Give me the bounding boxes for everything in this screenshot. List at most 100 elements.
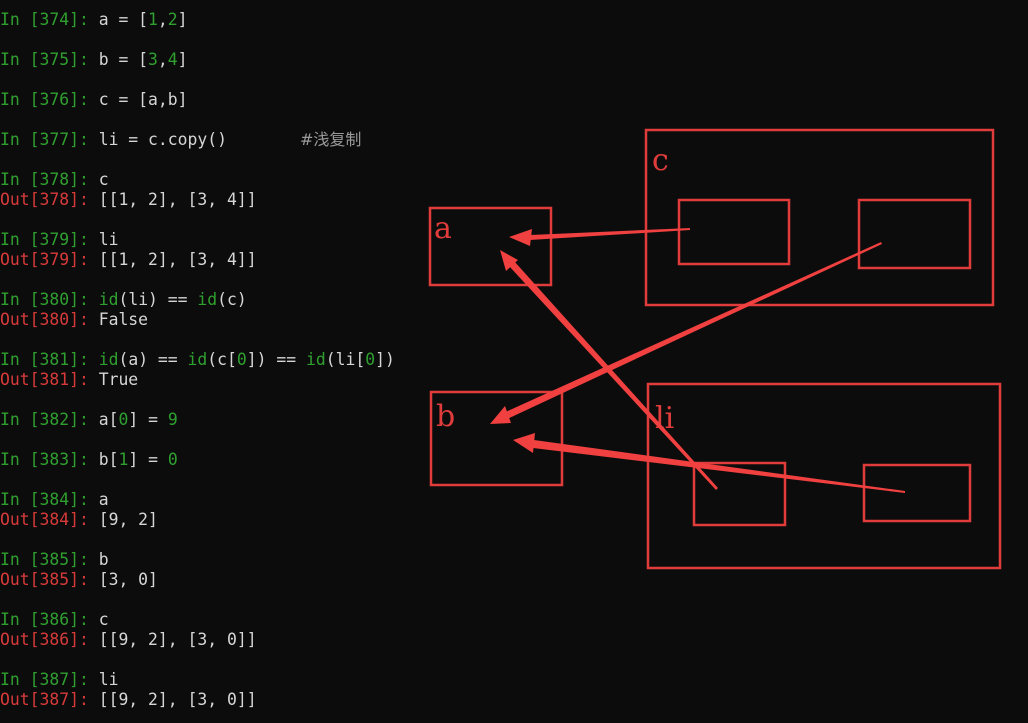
prompt-number: 374 bbox=[39, 10, 70, 29]
code-text: b = [3,4] bbox=[98, 50, 188, 69]
prompt-close: ]: bbox=[69, 230, 99, 249]
prompt-close: ]: bbox=[69, 610, 99, 629]
output-text: [3, 0] bbox=[98, 570, 158, 589]
prompt-label: Out[ bbox=[0, 190, 40, 209]
prompt-label: Out[ bbox=[0, 250, 40, 269]
input-line: In [382]: a[0] = 9 bbox=[0, 410, 178, 430]
output-text: [[9, 2], [3, 0]] bbox=[98, 630, 257, 649]
prompt-number: 379 bbox=[39, 250, 70, 269]
input-line: In [386]: c bbox=[0, 610, 109, 630]
prompt-close: ]: bbox=[69, 130, 99, 149]
prompt-number: 383 bbox=[39, 450, 70, 469]
code-text: a = [1,2] bbox=[98, 10, 188, 29]
prompt-label: In [ bbox=[0, 130, 40, 149]
output-line: Out[379]: [[1, 2], [3, 4]] bbox=[0, 250, 257, 270]
input-line: In [377]: li = c.copy() #浅复制 bbox=[0, 130, 361, 150]
prompt-close: ]: bbox=[69, 690, 99, 709]
prompt-number: 380 bbox=[39, 310, 70, 329]
prompt-label: In [ bbox=[0, 50, 40, 69]
input-line: In [381]: id(a) == id(c[0]) == id(li[0]) bbox=[0, 350, 395, 370]
prompt-label: In [ bbox=[0, 670, 40, 689]
code-text: b bbox=[98, 550, 109, 569]
prompt-close: ]: bbox=[69, 190, 99, 209]
prompt-label: Out[ bbox=[0, 570, 40, 589]
prompt-number: 378 bbox=[39, 190, 70, 209]
prompt-close: ]: bbox=[69, 670, 99, 689]
prompt-number: 386 bbox=[39, 630, 70, 649]
output-text: [9, 2] bbox=[98, 510, 158, 529]
input-line: In [383]: b[1] = 0 bbox=[0, 450, 178, 470]
prompt-number: 377 bbox=[39, 130, 70, 149]
prompt-label: Out[ bbox=[0, 370, 40, 389]
input-line: In [379]: li bbox=[0, 230, 118, 250]
code-text: li = c.copy() bbox=[98, 130, 227, 149]
prompt-close: ]: bbox=[69, 490, 99, 509]
prompt-number: 381 bbox=[39, 350, 70, 369]
prompt-number: 380 bbox=[39, 290, 70, 309]
prompt-close: ]: bbox=[69, 510, 99, 529]
prompt-number: 384 bbox=[39, 490, 70, 509]
prompt-number: 375 bbox=[39, 50, 70, 69]
code-text: li bbox=[98, 670, 119, 689]
prompt-label: In [ bbox=[0, 170, 40, 189]
input-line: In [374]: a = [1,2] bbox=[0, 10, 188, 30]
code-text: id(li) == id(c) bbox=[98, 290, 247, 309]
code-text: id(a) == id(c[0]) == id(li[0]) bbox=[98, 350, 395, 369]
prompt-label: In [ bbox=[0, 350, 40, 369]
prompt-label: Out[ bbox=[0, 690, 40, 709]
prompt-close: ]: bbox=[69, 170, 99, 189]
output-line: Out[385]: [3, 0] bbox=[0, 570, 158, 590]
code-text: c bbox=[98, 170, 109, 189]
output-text: True bbox=[98, 370, 139, 389]
prompt-number: 386 bbox=[39, 610, 70, 629]
code-text: c bbox=[98, 610, 109, 629]
prompt-close: ]: bbox=[69, 370, 99, 389]
code-text: b[1] = 0 bbox=[98, 450, 178, 469]
prompt-label: Out[ bbox=[0, 510, 40, 529]
prompt-close: ]: bbox=[69, 550, 99, 569]
output-text: [[1, 2], [3, 4]] bbox=[98, 250, 257, 269]
output-text: [[9, 2], [3, 0]] bbox=[98, 690, 257, 709]
prompt-label: In [ bbox=[0, 230, 40, 249]
output-text: False bbox=[98, 310, 149, 329]
prompt-close: ]: bbox=[69, 310, 99, 329]
prompt-number: 382 bbox=[39, 410, 70, 429]
prompt-close: ]: bbox=[69, 570, 99, 589]
prompt-number: 387 bbox=[39, 670, 70, 689]
code-text: a bbox=[98, 490, 109, 509]
prompt-label: Out[ bbox=[0, 630, 40, 649]
prompt-close: ]: bbox=[69, 290, 99, 309]
prompt-close: ]: bbox=[69, 350, 99, 369]
prompt-label: In [ bbox=[0, 410, 40, 429]
prompt-number: 376 bbox=[39, 90, 70, 109]
prompt-close: ]: bbox=[69, 410, 99, 429]
code-text: a[0] = 9 bbox=[98, 410, 178, 429]
code-text: c = [a,b] bbox=[98, 90, 188, 109]
prompt-number: 379 bbox=[39, 230, 70, 249]
output-line: Out[386]: [[9, 2], [3, 0]] bbox=[0, 630, 257, 650]
prompt-label: In [ bbox=[0, 490, 40, 509]
output-line: Out[380]: False bbox=[0, 310, 148, 330]
prompt-close: ]: bbox=[69, 450, 99, 469]
code-comment: #浅复制 bbox=[300, 130, 362, 149]
input-line: In [387]: li bbox=[0, 670, 118, 690]
prompt-label: In [ bbox=[0, 550, 40, 569]
input-line: In [375]: b = [3,4] bbox=[0, 50, 188, 70]
prompt-number: 387 bbox=[39, 690, 70, 709]
prompt-label: In [ bbox=[0, 290, 40, 309]
prompt-number: 381 bbox=[39, 370, 70, 389]
prompt-label: In [ bbox=[0, 450, 40, 469]
prompt-number: 378 bbox=[39, 170, 70, 189]
input-line: In [380]: id(li) == id(c) bbox=[0, 290, 247, 310]
output-line: Out[384]: [9, 2] bbox=[0, 510, 158, 530]
prompt-close: ]: bbox=[69, 630, 99, 649]
input-line: In [384]: a bbox=[0, 490, 109, 510]
prompt-number: 385 bbox=[39, 570, 70, 589]
prompt-label: Out[ bbox=[0, 310, 40, 329]
input-line: In [378]: c bbox=[0, 170, 109, 190]
prompt-label: In [ bbox=[0, 90, 40, 109]
code-text: li bbox=[98, 230, 119, 249]
prompt-close: ]: bbox=[69, 50, 99, 69]
prompt-number: 384 bbox=[39, 510, 70, 529]
